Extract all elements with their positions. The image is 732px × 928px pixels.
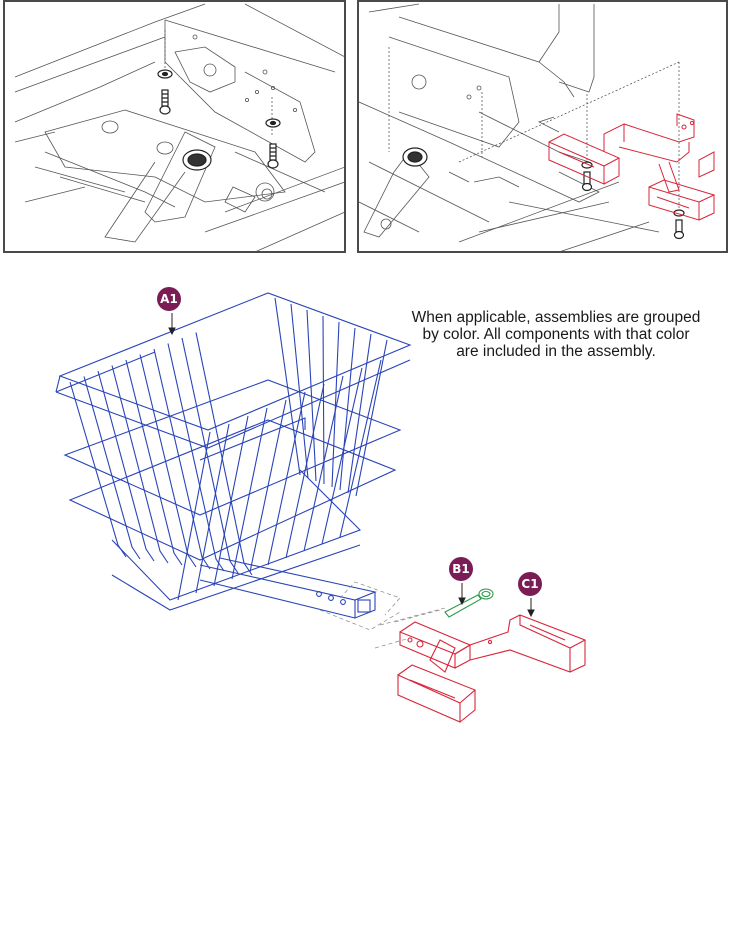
note-line: When applicable, assemblies are grouped — [411, 309, 701, 326]
washer-icon — [157, 69, 173, 79]
washer-icon — [265, 118, 281, 128]
callout-c1-badge: C1 — [518, 572, 542, 596]
bolt-icon — [673, 219, 685, 240]
mounting-bracket-assembly — [397, 614, 586, 723]
note-line: are included in the assembly. — [456, 343, 656, 360]
exploded-parts-diagram — [55, 292, 586, 723]
bracket-install-illustration — [359, 3, 716, 251]
motor-cap-icon — [402, 147, 428, 167]
mounting-bracket-installed — [548, 113, 716, 221]
step-2-panel — [357, 0, 728, 253]
seat-base-illustration — [14, 3, 344, 251]
note-line: by color. All components with that color — [422, 326, 690, 343]
assembly-color-note: When applicable, assemblies are grouped … — [398, 309, 714, 360]
bolt-icon — [159, 89, 171, 115]
callout-a1-badge: A1 — [157, 287, 181, 311]
callout-b1-badge: B1 — [449, 557, 473, 581]
bolt-icon — [267, 143, 279, 169]
basket-assembly — [55, 292, 412, 619]
washer-icon — [581, 161, 593, 169]
step-1-panel — [3, 0, 346, 253]
motor-cap-icon — [182, 149, 212, 171]
pin-assembly — [444, 588, 494, 618]
